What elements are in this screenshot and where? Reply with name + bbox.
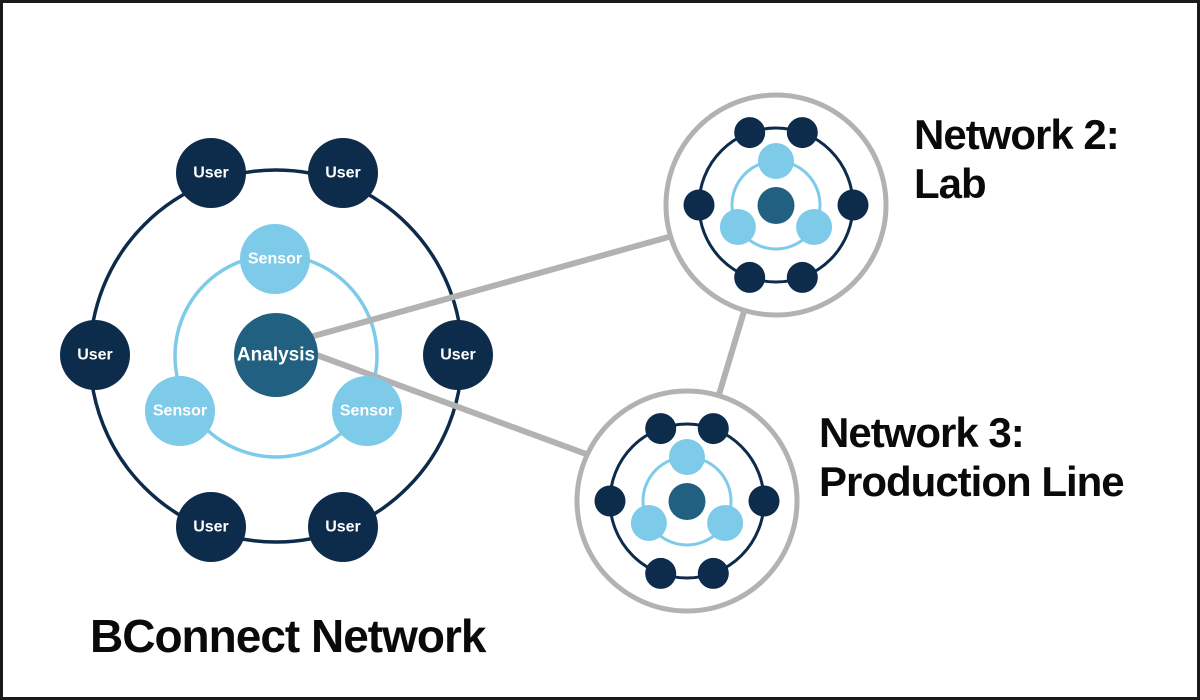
user-node: User [308,492,378,562]
analysis-circle [234,313,318,397]
network2-analysis-node [757,187,795,224]
network2-sensor-node [758,143,794,179]
user-label: User [193,519,229,536]
sensor-label: Sensor [340,403,394,420]
network3-title-line1: Network 3: [819,409,1025,456]
network-diagram: User User User User User User [60,92,889,614]
user-circle [60,320,130,390]
user-label: User [193,165,229,182]
user-label: User [325,519,361,536]
user-label: User [440,347,476,364]
network3-mini [574,388,800,614]
bconnect-nodes: User User User User User User [60,138,493,562]
network2-title-line1: Network 2: [914,111,1120,158]
network2-title-line2: Lab [914,160,987,207]
network2-user-node [734,117,766,149]
user-circle [423,320,493,390]
network3-sensor-node [707,505,744,541]
sensor-label: Sensor [153,403,207,420]
user-label: User [325,165,361,182]
network2-title: Network 2: Lab [914,110,1120,208]
network2-user-node [734,261,766,293]
user-circle [308,138,378,208]
sensor-node: Sensor [240,224,310,294]
network2-user-node [786,117,818,149]
network2-sensor-node [796,209,833,245]
network2-sensor-node [719,209,756,245]
network2-user-node [786,261,818,293]
user-label: User [77,347,113,364]
sensor-circle [332,376,402,446]
user-node: User [176,138,246,208]
analysis-node: Analysis [234,313,318,397]
sensor-label: Sensor [248,251,302,268]
network3-user-node [594,485,626,517]
network3-sensor-node [669,439,705,475]
network2-user-node [837,189,869,221]
network3-title-line2: Production Line [819,458,1125,505]
user-node: User [423,320,493,390]
user-circle [176,138,246,208]
user-circle [176,492,246,562]
network3-user-node [748,485,780,517]
network2-user-node [683,189,715,221]
analysis-label: Analysis [237,345,315,366]
network3-user-node [645,557,677,589]
sensor-circle [145,376,215,446]
user-node: User [308,138,378,208]
network3-analysis-node [668,483,706,520]
user-node: User [60,320,130,390]
sensor-circle [240,224,310,294]
network3-title: Network 3: Production Line [819,408,1125,506]
bconnect-network-title: BConnect Network [90,610,486,662]
sensor-node: Sensor [332,376,402,446]
user-node: User [176,492,246,562]
sensor-node: Sensor [145,376,215,446]
network3-sensor-node [630,505,667,541]
network3-user-node [645,413,677,445]
user-circle [308,492,378,562]
network2-mini [663,92,889,318]
network3-user-node [697,557,729,589]
network3-user-node [697,413,729,445]
